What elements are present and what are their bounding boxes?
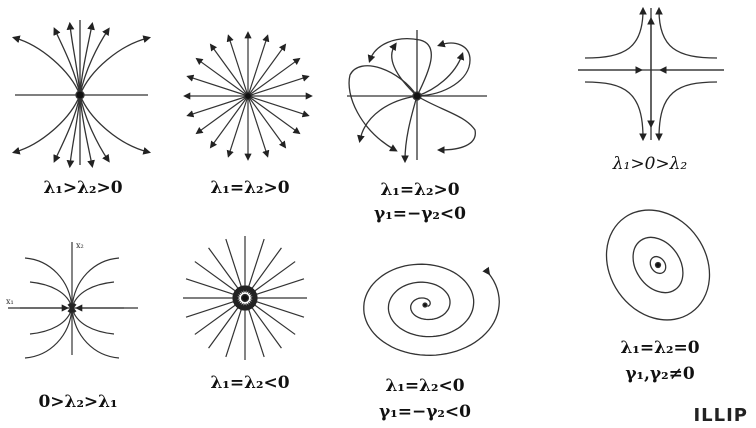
trajectory-ray xyxy=(194,301,241,335)
trajectory-ray xyxy=(195,57,249,97)
equilibrium-point xyxy=(243,91,253,101)
trajectory-ray xyxy=(225,238,245,294)
trajectory-ray xyxy=(245,238,265,294)
trajectory-ray xyxy=(247,95,301,135)
panel-unstable-node xyxy=(11,20,152,169)
trajectory-ray xyxy=(208,302,242,349)
trajectory-ray xyxy=(186,74,249,97)
trajectory-ray xyxy=(247,34,270,97)
trajectory-ray xyxy=(225,302,245,358)
trajectory-ray xyxy=(209,95,249,149)
equilibrium-point xyxy=(240,293,250,303)
trajectory-ray xyxy=(226,34,249,97)
trajectory-ray xyxy=(186,95,249,118)
axis-x2-label: x₂ xyxy=(76,241,84,250)
trajectory-ray xyxy=(247,57,301,97)
axis-x1-label: x₁ xyxy=(6,297,14,306)
panel-stable-node xyxy=(8,242,138,359)
trajectory-ray xyxy=(195,95,249,135)
panel-center xyxy=(605,209,711,321)
caption-panel-1: λ₁>λ₂>0 xyxy=(43,178,123,198)
panel-spiral-source xyxy=(347,30,487,164)
trajectory-ray xyxy=(248,302,282,349)
trajectory-ray xyxy=(249,301,296,335)
trajectory-ray xyxy=(247,74,310,97)
trajectory-ray xyxy=(247,43,287,97)
trajectory-ray xyxy=(247,95,310,118)
trajectory-ray xyxy=(247,95,287,149)
trajectory-ray xyxy=(226,95,249,158)
watermark-logo: ILLIP xyxy=(693,405,748,426)
panel-spiral-sink xyxy=(363,263,500,356)
trajectory-ray xyxy=(248,247,282,294)
caption-panel-2: λ₁=λ₂>0 xyxy=(210,178,290,198)
trajectory-ray xyxy=(194,261,241,295)
panel-star-source xyxy=(183,31,313,161)
trajectory-ray xyxy=(247,95,270,158)
panel-star-sink xyxy=(183,236,307,360)
trajectory-ray xyxy=(249,278,305,298)
caption-panel-5: 0>λ₂>λ₁ xyxy=(38,392,118,412)
panel-saddle xyxy=(578,6,724,142)
caption-panel-6: λ₁=λ₂<0 xyxy=(210,373,290,393)
trajectory-ray xyxy=(249,298,305,318)
trajectory-ray xyxy=(185,298,241,318)
trajectory-ray xyxy=(185,278,241,298)
trajectory-ray xyxy=(208,247,242,294)
caption-panel-4: λ₁>0>λ₂ xyxy=(612,154,688,174)
trajectory-ray xyxy=(249,261,296,295)
trajectory-ray xyxy=(209,43,249,97)
trajectory-ray xyxy=(245,302,265,358)
